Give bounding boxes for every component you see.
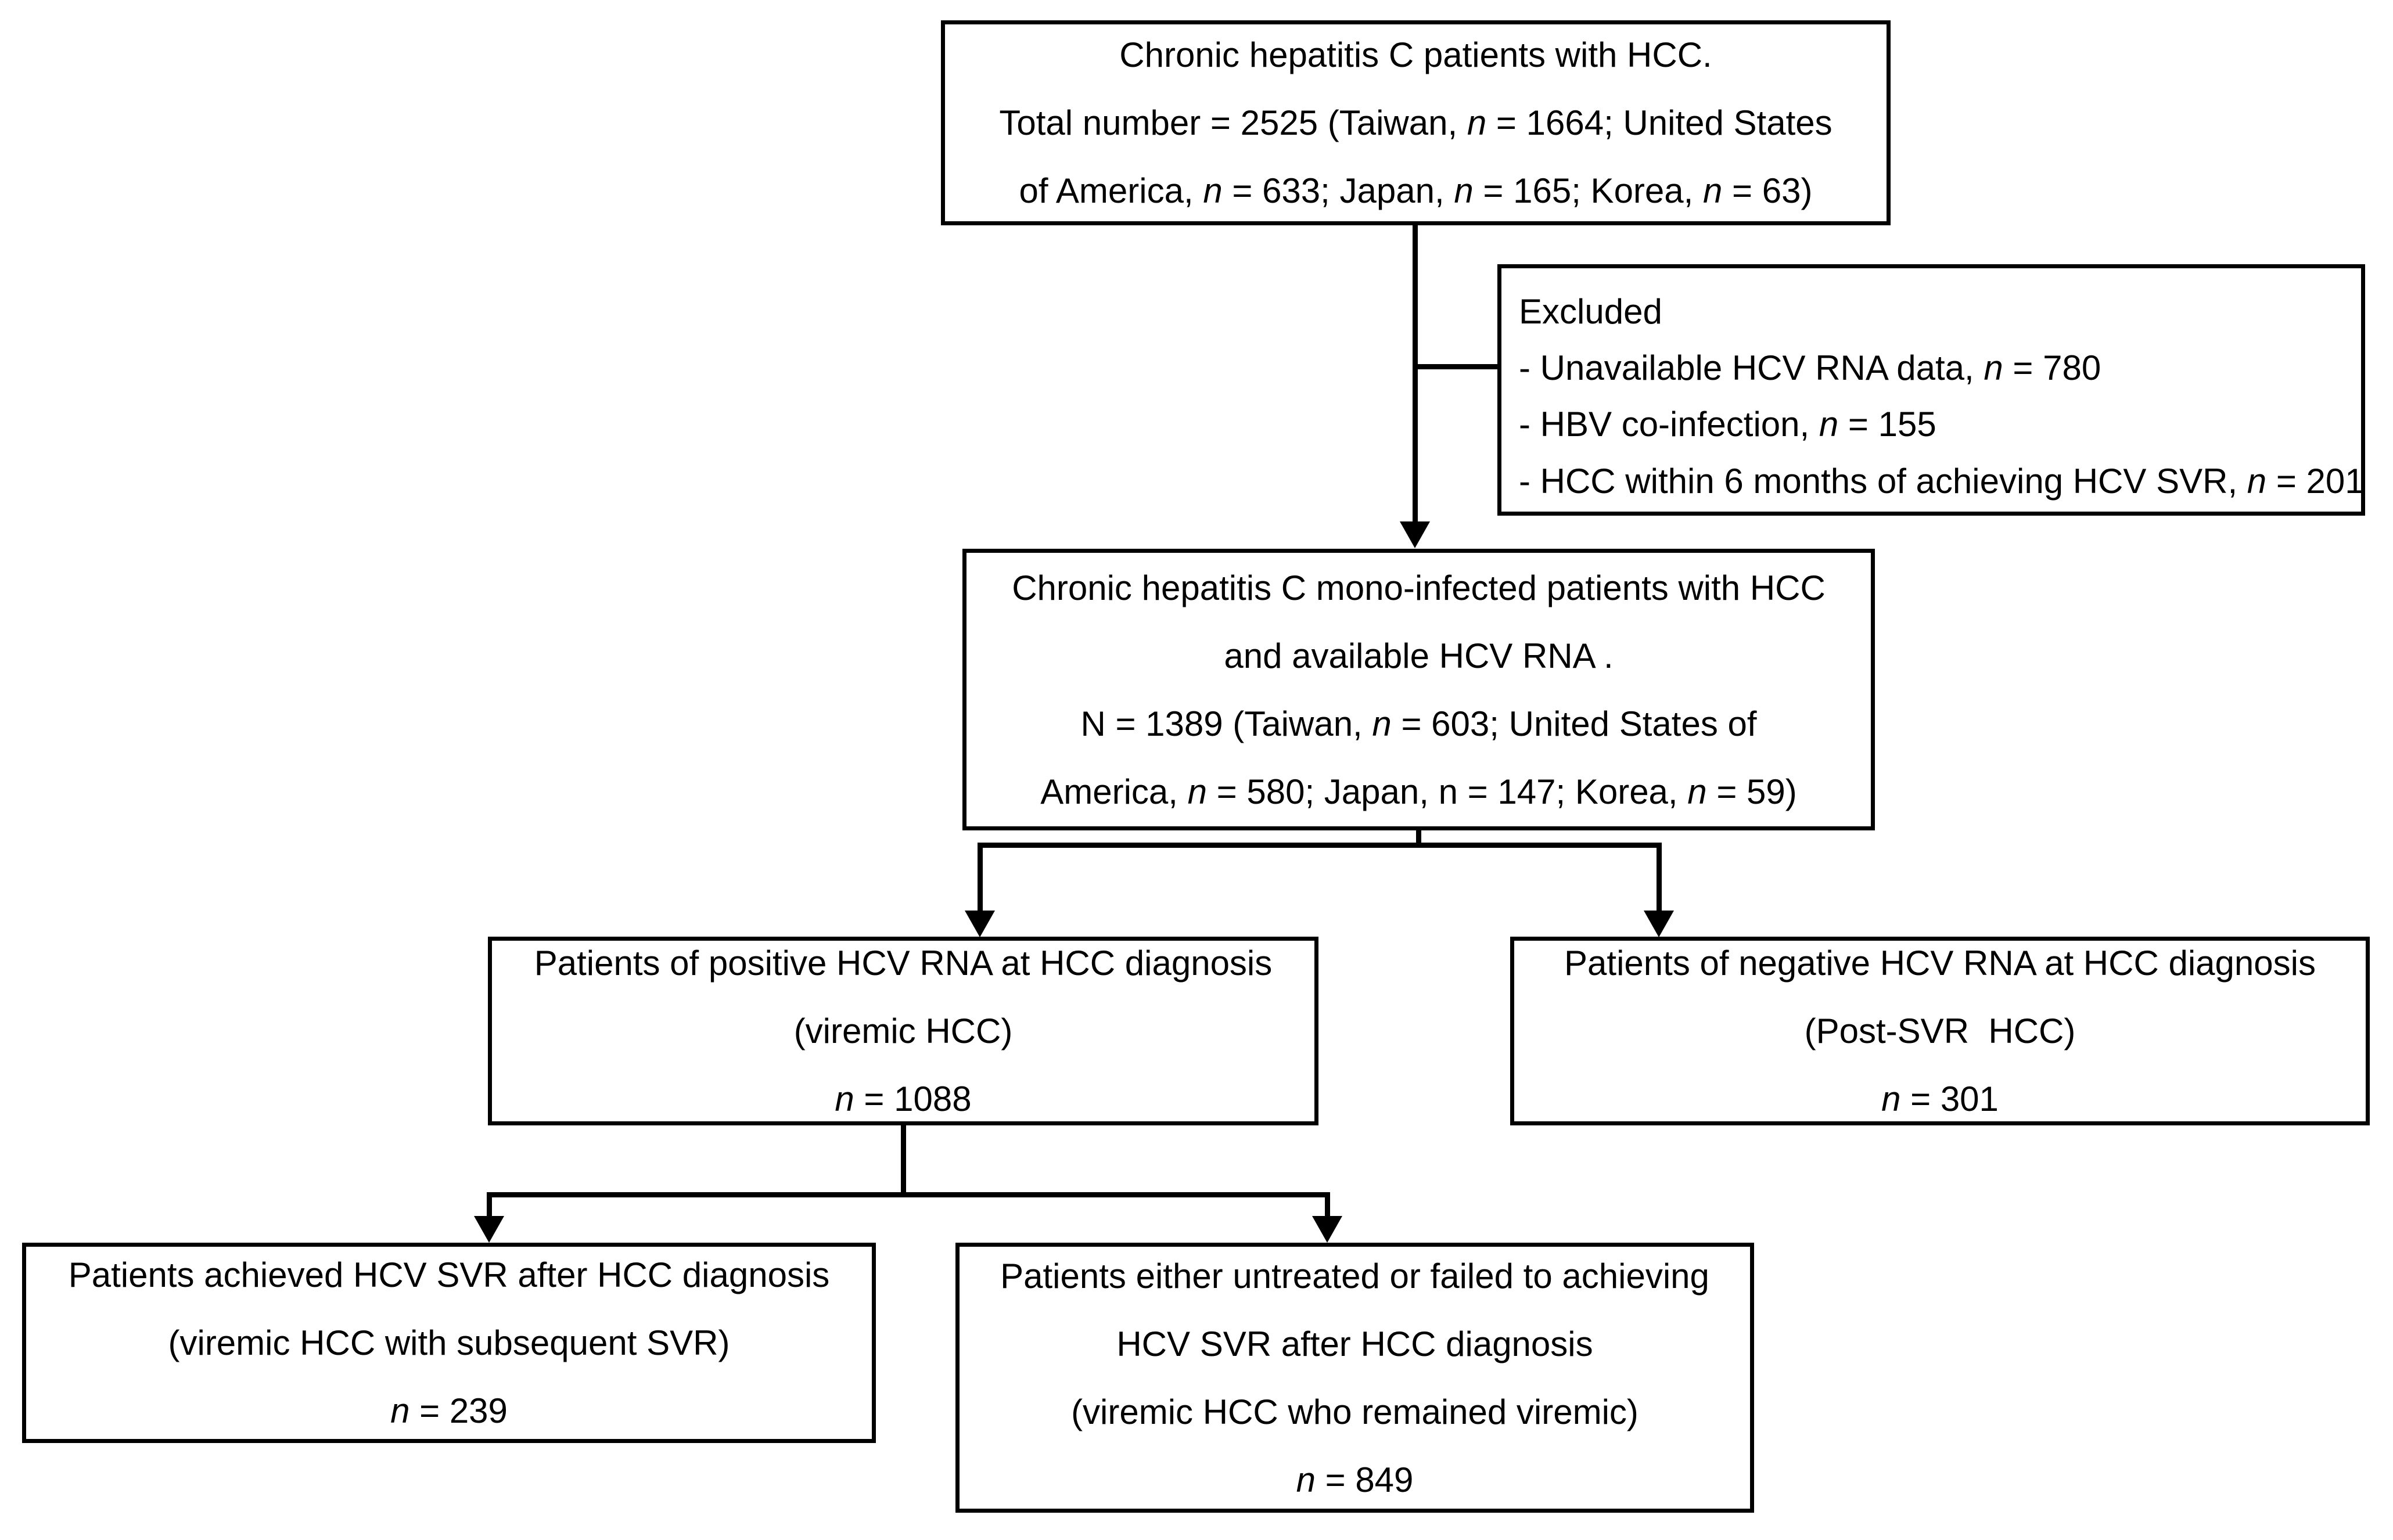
connector-total-to-mono xyxy=(1413,225,1418,521)
total-cohort-box: Chronic hepatitis C patients with HCC. T… xyxy=(941,20,1891,225)
total-cohort-line-1: Chronic hepatitis C patients with HCC. xyxy=(1119,35,1712,74)
mono-infected-line-1: Chronic hepatitis C mono-infected patien… xyxy=(1012,568,1826,607)
viremic-hcc-remained-viremic-box: Patients either untreated or failed to a… xyxy=(955,1243,1754,1513)
mono-infected-line-3: N = 1389 (Taiwan, n = 603; United States… xyxy=(1080,704,1757,743)
arrow-split-to-viremic xyxy=(965,911,995,937)
excluded-heading: Excluded xyxy=(1519,292,1662,331)
mono-infected-line-2: and available HCV RNA . xyxy=(1224,636,1614,675)
arrow-total-to-mono xyxy=(1400,521,1430,548)
excluded-box: Excluded - Unavailable HCV RNA data, n =… xyxy=(1497,264,2365,516)
subsequent-svr-line-2: (viremic HCC with subsequent SVR) xyxy=(168,1323,730,1362)
total-cohort-line-2: Total number = 2525 (Taiwan, n = 1664; U… xyxy=(999,103,1833,142)
excluded-item-3: - HCC within 6 months of achieving HCV S… xyxy=(1519,461,2365,501)
total-cohort-line-3: of America, n = 633; Japan, n = 165; Kor… xyxy=(1019,171,1813,210)
subsequent-svr-count: n = 239 xyxy=(390,1391,508,1430)
subsequent-svr-line-1: Patients achieved HCV SVR after HCC diag… xyxy=(68,1255,830,1294)
excluded-item-2: - HBV co-infection, n = 155 xyxy=(1519,405,1936,444)
split-bar-svr-viremic xyxy=(487,1192,1330,1197)
remained-viremic-line-1: Patients either untreated or failed to a… xyxy=(1000,1256,1709,1296)
remained-viremic-line-3: (viremic HCC who remained viremic) xyxy=(1071,1392,1639,1431)
remained-viremic-count: n = 849 xyxy=(1296,1460,1414,1499)
post-svr-hcc-box: Patients of negative HCV RNA at HCC diag… xyxy=(1510,937,2370,1125)
mono-infected-line-4: America, n = 580; Japan, n = 147; Korea,… xyxy=(1040,772,1797,811)
post-svr-hcc-line-2: (Post-SVR HCC) xyxy=(1804,1012,2076,1050)
connector-viremic-to-split xyxy=(901,1125,906,1195)
post-svr-hcc-count: n = 301 xyxy=(1881,1080,1999,1118)
connector-split-to-postsvr xyxy=(1657,843,1662,912)
viremic-hcc-line-1: Patients of positive HCV RNA at HCC diag… xyxy=(534,944,1273,983)
arrow-split-to-remained-viremic xyxy=(1312,1216,1342,1243)
excluded-item-1: - Unavailable HCV RNA data, n = 780 xyxy=(1519,348,2101,388)
connector-split-to-subsequent-svr xyxy=(487,1192,492,1218)
connector-split-to-remained-viremic xyxy=(1325,1192,1330,1218)
viremic-hcc-count: n = 1088 xyxy=(835,1080,972,1118)
viremic-hcc-line-2: (viremic HCC) xyxy=(793,1012,1013,1050)
connector-to-excluded xyxy=(1413,364,1500,369)
arrow-split-to-subsequent-svr xyxy=(474,1216,504,1243)
mono-infected-box: Chronic hepatitis C mono-infected patien… xyxy=(962,549,1875,830)
post-svr-hcc-line-1: Patients of negative HCV RNA at HCC diag… xyxy=(1564,944,2316,983)
viremic-hcc-subsequent-svr-box: Patients achieved HCV SVR after HCC diag… xyxy=(22,1243,876,1443)
viremic-hcc-box: Patients of positive HCV RNA at HCC diag… xyxy=(488,937,1318,1125)
connector-mono-to-split xyxy=(1416,830,1421,848)
remained-viremic-line-2: HCV SVR after HCC diagnosis xyxy=(1116,1324,1593,1363)
connector-split-to-viremic xyxy=(978,843,983,912)
split-bar-viremic-postsvr xyxy=(978,843,1662,848)
arrow-split-to-postsvr xyxy=(1644,911,1674,937)
